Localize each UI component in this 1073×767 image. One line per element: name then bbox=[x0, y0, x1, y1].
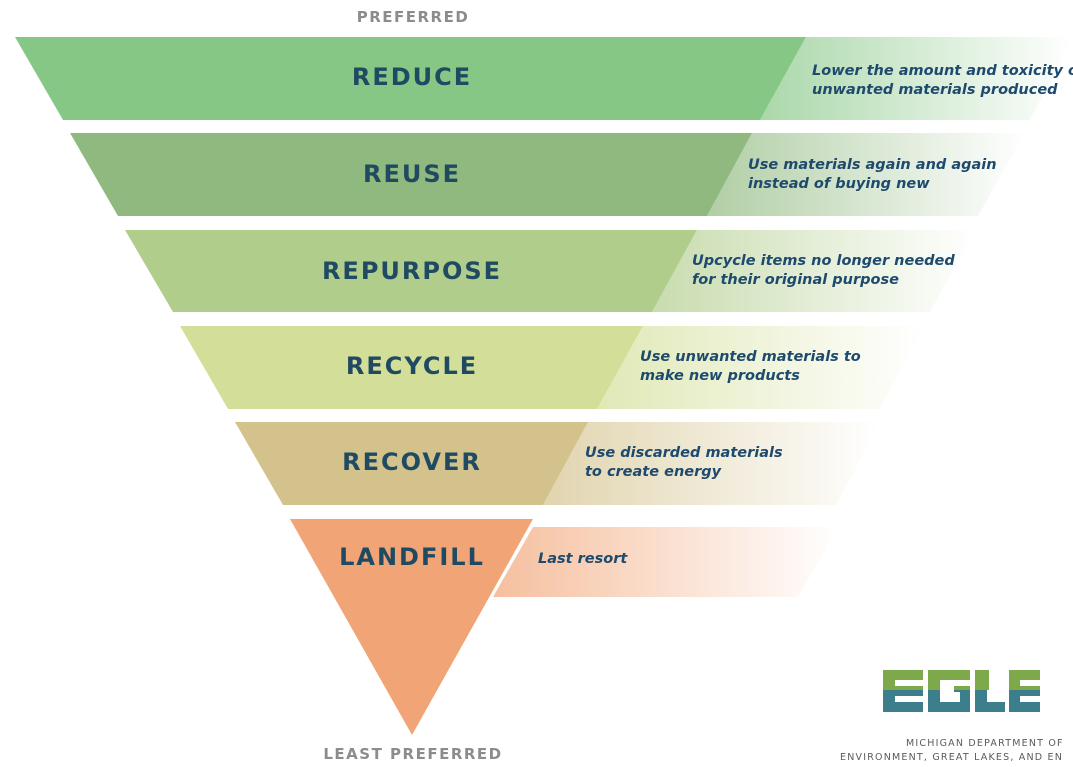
tier-reduce-description-band bbox=[760, 37, 1073, 120]
tier-repurpose-shape bbox=[125, 230, 697, 312]
tier-recover-description-band bbox=[543, 422, 880, 505]
tier-reuse-shape bbox=[70, 133, 752, 216]
egle-logo: MICHIGAN DEPARTMENT OF ENVIRONMENT, GREA… bbox=[840, 664, 1073, 767]
least-preferred-label: LEAST PREFERRED bbox=[323, 745, 503, 763]
tier-repurpose-label: REPURPOSE bbox=[321, 257, 503, 285]
tier-repurpose-description-band bbox=[652, 230, 975, 312]
tier-landfill-description-band bbox=[493, 527, 838, 597]
tier-recover-shape bbox=[235, 422, 588, 505]
tier-reuse-description-band bbox=[707, 133, 1025, 216]
tier-landfill-description: Last resort bbox=[538, 551, 628, 567]
tier-recycle-shape bbox=[180, 326, 643, 409]
egle-logo-subtitle-line1: MICHIGAN DEPARTMENT OF bbox=[906, 738, 1064, 749]
tier-landfill-shape bbox=[290, 519, 533, 735]
egle-logo-mark bbox=[883, 670, 1040, 712]
tier-landfill-label: LANDFILL bbox=[339, 543, 485, 571]
tier-reuse-label: REUSE bbox=[362, 160, 462, 188]
tier-recycle-label: RECYCLE bbox=[345, 352, 479, 380]
tier-recycle-description-band bbox=[597, 326, 925, 409]
tier-recover-label: RECOVER bbox=[342, 448, 482, 476]
egle-logo-subtitle-line2: ENVIRONMENT, GREAT LAKES, AND EN bbox=[840, 752, 1064, 763]
preferred-label: PREFERRED bbox=[356, 8, 470, 26]
tier-reduce-label: REDUCE bbox=[351, 63, 473, 91]
tier-reduce-shape bbox=[15, 37, 806, 120]
